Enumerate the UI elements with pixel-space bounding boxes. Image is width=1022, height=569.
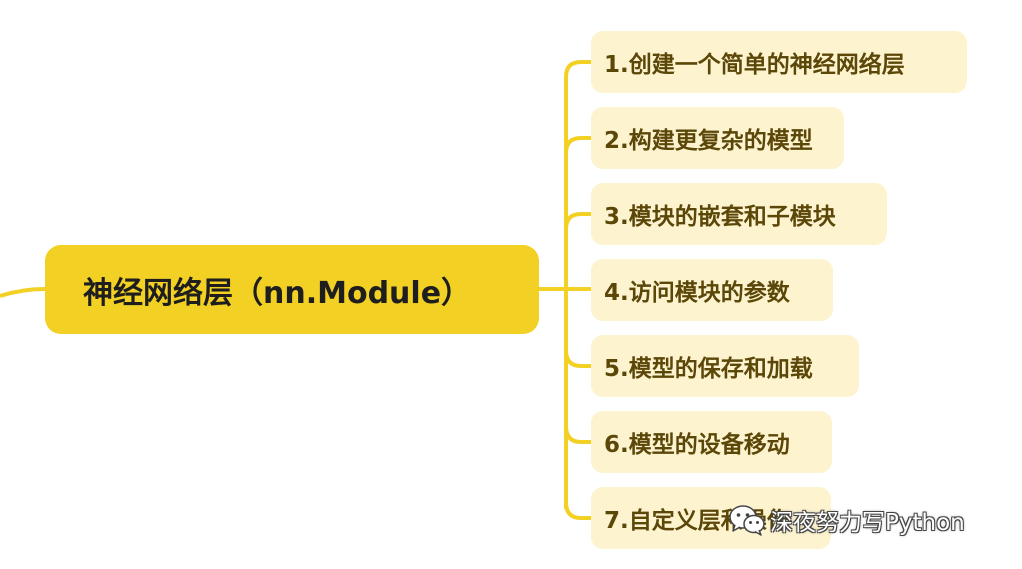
- child-node-label: 4.访问模块的参数: [604, 280, 790, 306]
- child-node-6[interactable]: 6.模型的设备移动: [591, 411, 832, 473]
- connector-branch-6: [564, 425, 591, 444]
- connector-branch-2: [564, 136, 591, 154]
- watermark: 深夜努力写Python: [728, 500, 965, 540]
- child-node-label: 5.模型的保存和加载: [604, 356, 813, 382]
- child-node-7[interactable]: 7.自定义层和操作: [591, 487, 831, 549]
- child-node-4[interactable]: 4.访问模块的参数: [591, 259, 833, 321]
- watermark-text: 深夜努力写Python: [770, 510, 965, 536]
- child-node-5[interactable]: 5.模型的保存和加载: [591, 335, 859, 397]
- connector-branch-3: [564, 212, 591, 230]
- root-node[interactable]: 神经网络层（nn.Module）: [45, 245, 539, 334]
- child-node-label: 1.创建一个简单的神经网络层: [604, 52, 905, 78]
- connector-incoming: [0, 287, 46, 298]
- connector-branch-5: [564, 349, 591, 368]
- child-node-label: 2.构建更复杂的模型: [604, 128, 813, 154]
- wechat-icon: [729, 505, 765, 536]
- connector-branch-1: [564, 60, 591, 78]
- child-node-label: 3.模块的嵌套和子模块: [604, 204, 836, 230]
- child-node-3[interactable]: 3.模块的嵌套和子模块: [591, 183, 887, 245]
- root-node-label: 神经网络层（nn.Module）: [83, 275, 472, 311]
- child-node-2[interactable]: 2.构建更复杂的模型: [591, 107, 844, 169]
- child-node-label: 6.模型的设备移动: [604, 432, 790, 458]
- child-node-1[interactable]: 1.创建一个简单的神经网络层: [591, 31, 967, 93]
- connector-branch-7: [564, 501, 591, 520]
